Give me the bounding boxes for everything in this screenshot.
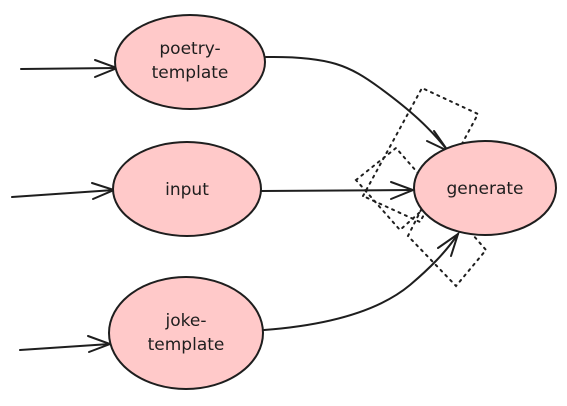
node-poetry-label-line2: template bbox=[152, 63, 229, 83]
node-joke-template[interactable]: joke- template bbox=[108, 276, 264, 390]
edge-input-to-generate bbox=[260, 181, 416, 200]
edge-joke-to-generate bbox=[263, 231, 460, 331]
incoming-arrow-input bbox=[11, 182, 117, 200]
node-joke-label-line2: template bbox=[148, 335, 225, 355]
node-poetry-label-line1: poetry- bbox=[159, 39, 220, 59]
node-input-label: input bbox=[165, 180, 209, 200]
node-generate[interactable]: generate bbox=[413, 140, 557, 236]
incoming-arrow-poetry bbox=[20, 59, 120, 78]
node-joke-label-line1: joke- bbox=[165, 311, 207, 331]
incoming-arrow-joke bbox=[19, 335, 113, 353]
node-generate-label: generate bbox=[446, 179, 523, 199]
node-input[interactable]: input bbox=[112, 141, 262, 237]
node-poetry-template[interactable]: poetry- template bbox=[114, 14, 266, 110]
edge-poetry-to-generate bbox=[265, 55, 451, 154]
